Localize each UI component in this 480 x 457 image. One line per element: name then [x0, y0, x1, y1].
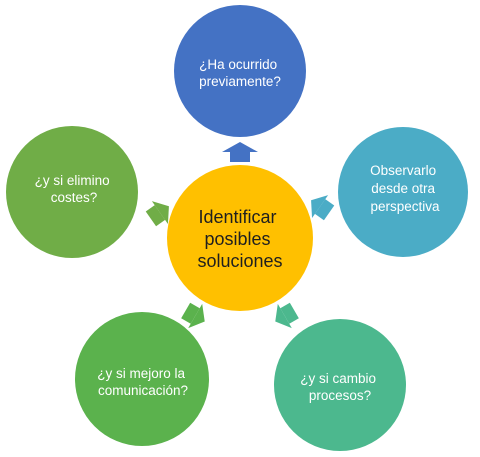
node-right-circle	[338, 127, 468, 257]
node-top-label: ¿Ha ocurrido previamente?	[199, 57, 281, 89]
node-bottom-left-line-2: comunicación?	[98, 383, 188, 398]
arrow-left-head	[151, 201, 169, 225]
node-top-circle	[174, 5, 306, 137]
arrow-top-head	[222, 142, 258, 152]
node-top-line-2: previamente?	[199, 74, 281, 89]
node-bottom-left: ¿y si mejoro la comunicación?	[75, 312, 209, 446]
node-left-circle	[6, 126, 138, 258]
arrow-right-connector	[311, 195, 335, 221]
node-bottom-right: ¿y si cambio procesos?	[274, 319, 406, 451]
node-bottom-left-circle	[75, 312, 209, 446]
node-left-label: ¿y si elimino costes?	[35, 173, 114, 205]
arrow-bottom-right-connector	[275, 302, 299, 329]
center-node: Identificar posibles soluciones	[167, 165, 313, 311]
node-left: ¿y si elimino costes?	[6, 126, 138, 258]
arrow-top-body	[230, 152, 250, 162]
node-right-line-2: desde otra	[371, 181, 435, 196]
arrow-bottom-right-head	[275, 303, 292, 329]
node-right-line-3: perspectiva	[370, 199, 440, 214]
arrow-right-head	[311, 195, 329, 219]
arrow-bottom-right-body	[280, 302, 299, 324]
arrow-left-body	[145, 205, 166, 227]
node-right-line-1: Observarlo	[370, 163, 436, 178]
node-top: ¿Ha ocurrido previamente?	[174, 5, 306, 137]
center-node-line-2: posibles	[204, 229, 270, 249]
arrow-top-connector	[222, 142, 258, 162]
node-left-line-1: ¿y si elimino	[35, 173, 110, 188]
arrow-bottom-left-head	[188, 303, 205, 329]
arrow-left-connector	[145, 201, 169, 227]
node-left-line-2: costes?	[51, 190, 98, 205]
center-node-line-3: soluciones	[197, 251, 282, 271]
node-top-line-1: ¿Ha ocurrido	[199, 57, 277, 72]
center-node-circle	[167, 165, 313, 311]
center-node-label: Identificar posibles soluciones	[197, 207, 282, 271]
node-bottom-left-line-1: ¿y si mejoro la	[97, 366, 185, 381]
node-bottom-left-label: ¿y si mejoro la comunicación?	[97, 366, 189, 398]
node-right: Observarlo desde otra perspectiva	[338, 127, 468, 257]
arrow-bottom-left-body	[181, 302, 200, 324]
center-node-line-1: Identificar	[198, 207, 276, 227]
arrow-bottom-left-connector	[181, 302, 205, 329]
arrow-right-body	[314, 199, 335, 221]
node-bottom-right-line-2: procesos?	[309, 388, 371, 403]
node-right-label: Observarlo desde otra perspectiva	[370, 163, 440, 214]
node-bottom-right-label: ¿y si cambio procesos?	[300, 371, 380, 403]
node-bottom-right-line-1: ¿y si cambio	[300, 371, 376, 386]
node-bottom-right-circle	[274, 319, 406, 451]
